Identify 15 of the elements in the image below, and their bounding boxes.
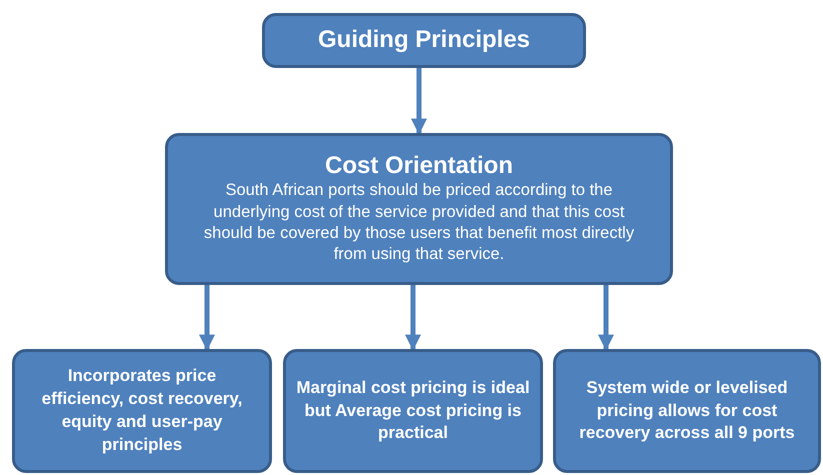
arrow xyxy=(598,285,614,351)
box-label: Incorporates price efficiency, cost recovery, equity and user-pay principles xyxy=(40,365,244,456)
heading-box xyxy=(262,13,586,68)
box-label: System wide or levelised pricing allows for cost recovery across all 9 ports xyxy=(578,376,796,444)
detail-box xyxy=(553,349,821,473)
arrow xyxy=(405,285,421,351)
arrow xyxy=(411,68,427,135)
box-description: South African ports should be priced according to the underlying cost of the service provided and that this cost should be covered by those users that benefit most directly from using that service. xyxy=(202,180,636,266)
box-label: Marginal cost pricing is ideal but Average cost pricing is practical xyxy=(296,376,530,444)
box-heading: Cost Orientation xyxy=(324,152,513,180)
arrow xyxy=(199,285,215,351)
box-label: Guiding Principles xyxy=(318,25,530,56)
detail-box xyxy=(283,349,543,473)
detail-box xyxy=(12,349,272,473)
principle-box xyxy=(165,133,673,285)
